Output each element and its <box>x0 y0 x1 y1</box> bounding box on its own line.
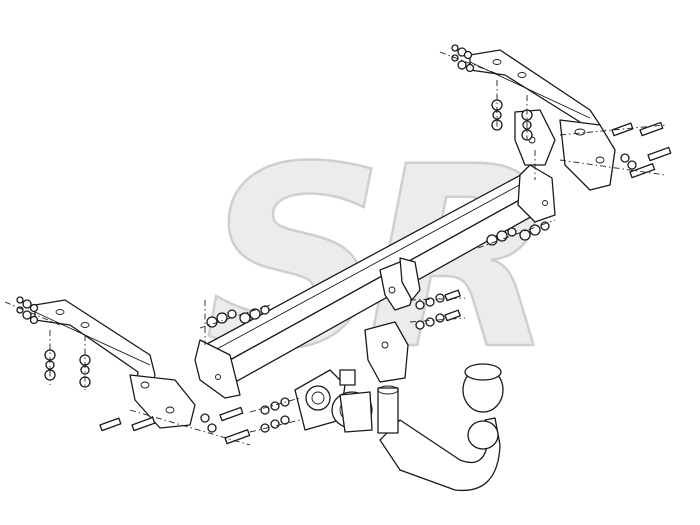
bolts-left <box>99 406 251 445</box>
electrical-socket <box>294 369 373 433</box>
ball-mount-bracket <box>364 257 421 383</box>
fasteners-top-right <box>451 44 533 141</box>
left-side-bracket <box>34 299 196 429</box>
cross-beam <box>194 164 556 399</box>
bolts-right <box>611 121 672 179</box>
detachable-tow-ball <box>377 363 504 492</box>
assembly-lines <box>4 51 666 446</box>
fasteners-beam-right <box>486 221 550 246</box>
